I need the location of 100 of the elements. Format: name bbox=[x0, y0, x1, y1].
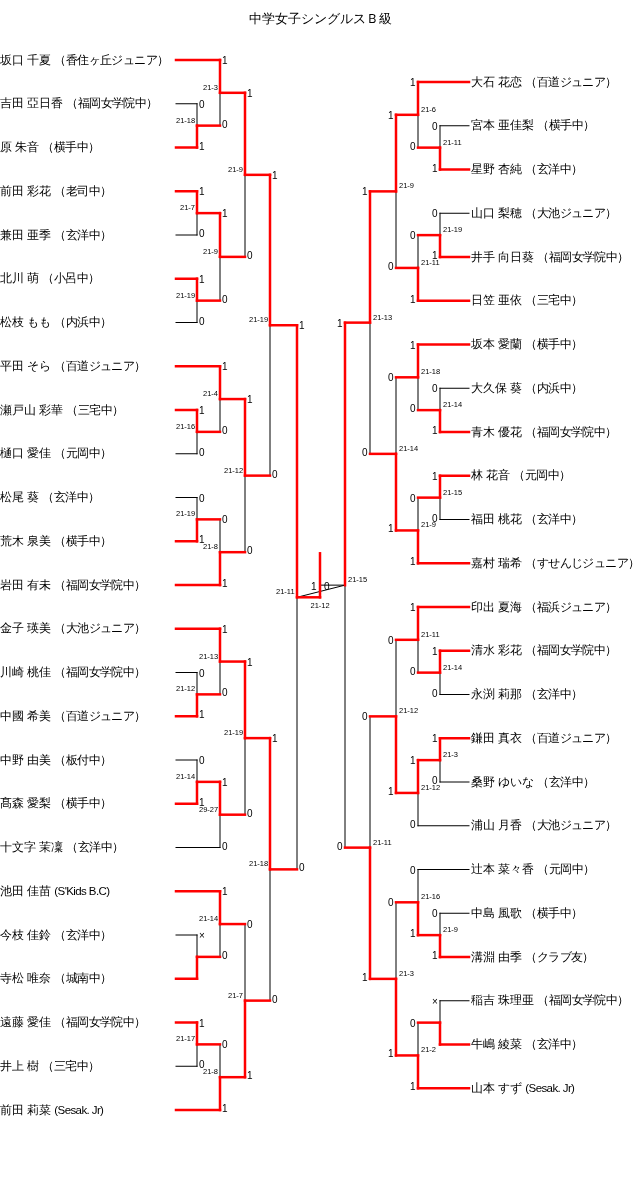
team-name: （福浜ジュニア） bbox=[525, 599, 617, 615]
player-name: 浦山 月香 bbox=[471, 817, 523, 835]
player-name: 鎌田 真衣 bbox=[471, 729, 523, 747]
team-name: （香住ヶ丘ジュニア） bbox=[54, 52, 169, 68]
team-name: （玄洋中） bbox=[54, 927, 112, 943]
result-mark: 1 bbox=[222, 777, 228, 788]
player-name: 吉田 亞日香 bbox=[0, 95, 64, 113]
result-mark: 1 bbox=[388, 524, 394, 535]
team-name: （玄洋中） bbox=[525, 1037, 583, 1052]
player-name: 大久保 葵 bbox=[471, 379, 523, 397]
result-mark: 0 bbox=[324, 582, 330, 593]
player-name: 桑野 ゆいな bbox=[471, 773, 535, 791]
player-name: 遠藤 愛佳 bbox=[0, 1014, 52, 1031]
team-name: （元岡中） bbox=[537, 862, 595, 877]
team-name: （福岡女学院中） bbox=[525, 424, 617, 440]
result-mark: 1 bbox=[222, 209, 228, 220]
team-name: （百道ジュニア） bbox=[54, 358, 146, 374]
player-name: 十文字 茉凜 bbox=[0, 839, 64, 856]
result-mark: 0 bbox=[222, 425, 228, 436]
result-mark: 0 bbox=[222, 950, 228, 961]
result-mark: 0 bbox=[432, 688, 438, 699]
result-mark: 1 bbox=[337, 318, 343, 329]
team-name: （玄洋中） bbox=[525, 512, 583, 527]
player-name: 平田 そら bbox=[0, 357, 52, 375]
player-name: 林 花音 bbox=[471, 467, 511, 485]
player-name: 前田 彩花 bbox=[0, 182, 52, 200]
team-name: （三宅中） bbox=[42, 1058, 100, 1074]
result-mark: 0 bbox=[362, 712, 368, 723]
player-name: 荒木 泉美 bbox=[0, 532, 52, 550]
player-name: 坂口 千夏 bbox=[0, 51, 52, 69]
player-name: 星野 杏純 bbox=[471, 161, 523, 178]
team-name: （玄洋中） bbox=[525, 687, 583, 702]
result-mark: 1 bbox=[410, 929, 416, 940]
team-name: （福岡女学院中） bbox=[54, 665, 146, 680]
player-name: 北川 萌 bbox=[0, 270, 40, 288]
result-mark: 0 bbox=[199, 756, 205, 766]
team-name: （福岡女学院中） bbox=[525, 643, 617, 659]
team-name: （大池ジュニア） bbox=[525, 818, 617, 834]
result-mark: 1 bbox=[388, 110, 394, 121]
result-mark: 1 bbox=[410, 78, 416, 88]
result-mark: 0 bbox=[199, 668, 205, 679]
player-name: 清水 彩花 bbox=[471, 642, 523, 660]
team-name: （元岡中） bbox=[54, 446, 112, 462]
player-name: 原 朱音 bbox=[0, 139, 40, 156]
player-name: 大石 花恋 bbox=[471, 73, 523, 91]
team-name: （玄洋中） bbox=[537, 774, 595, 790]
result-mark: 0 bbox=[199, 99, 205, 110]
result-mark: 0 bbox=[247, 546, 253, 557]
result-mark: 1 bbox=[432, 734, 438, 745]
team-name: (Sesak. Jr) bbox=[525, 1082, 575, 1095]
result-mark: 0 bbox=[410, 1018, 416, 1029]
player-name: 中國 希美 bbox=[0, 707, 52, 725]
result-mark: 1 bbox=[388, 1049, 394, 1060]
team-name: （三宅中） bbox=[66, 402, 124, 418]
player-name: 福田 桃花 bbox=[471, 511, 523, 528]
result-mark: 0 bbox=[199, 229, 205, 239]
result-mark: × bbox=[432, 996, 438, 1007]
team-name: （内浜中） bbox=[54, 315, 112, 330]
team-name: （百道ジュニア） bbox=[54, 708, 146, 724]
player-name: 樋口 愛佳 bbox=[0, 445, 52, 463]
player-name: 稲吉 珠理亜 bbox=[471, 992, 535, 1010]
player-name: 瀬戸山 彩華 bbox=[0, 401, 64, 419]
team-name: （すせんじジュニア） bbox=[525, 555, 640, 571]
result-mark: 0 bbox=[247, 920, 253, 931]
player-name: 今枝 佳鈴 bbox=[0, 926, 52, 944]
player-name: 寺松 唯奈 bbox=[0, 970, 52, 988]
player-name: 日笠 亜依 bbox=[471, 292, 523, 310]
player-name: 松枝 もも bbox=[0, 314, 52, 331]
result-mark: 1 bbox=[410, 340, 416, 351]
result-mark: 0 bbox=[222, 688, 228, 699]
team-name: （玄洋中） bbox=[66, 840, 124, 855]
team-name: （福岡女学院中） bbox=[537, 249, 629, 265]
team-name: (Sesak. Jr) bbox=[54, 1104, 104, 1116]
team-name: （横手中） bbox=[537, 118, 595, 134]
result-mark: 0 bbox=[222, 1040, 228, 1051]
team-name: （城南中） bbox=[54, 971, 112, 987]
result-mark: 1 bbox=[432, 646, 438, 657]
result-mark: 0 bbox=[410, 141, 416, 152]
player-name: 辻本 菜々香 bbox=[471, 861, 535, 878]
result-mark: 1 bbox=[199, 406, 205, 416]
team-name: （福岡女学院中） bbox=[537, 993, 629, 1009]
result-mark: 1 bbox=[432, 471, 438, 482]
result-mark: 0 bbox=[272, 994, 278, 1005]
result-mark: 1 bbox=[362, 972, 368, 983]
result-mark: 1 bbox=[247, 1071, 253, 1082]
result-mark: 1 bbox=[247, 395, 253, 406]
result-mark: 0 bbox=[432, 121, 438, 132]
bracket-title: 中学女子シングルスＢ級 bbox=[247, 10, 393, 28]
result-mark: 1 bbox=[247, 657, 253, 668]
result-mark: 0 bbox=[272, 469, 278, 480]
team-name: （三宅中） bbox=[525, 293, 583, 309]
result-mark: 0 bbox=[388, 261, 394, 272]
team-name: （小呂中） bbox=[42, 271, 100, 287]
player-name: 松尾 葵 bbox=[0, 489, 40, 506]
result-mark: 1 bbox=[199, 797, 205, 808]
result-mark: 0 bbox=[432, 384, 438, 395]
player-name: 永渕 莉那 bbox=[471, 686, 523, 703]
result-mark: 0 bbox=[410, 231, 416, 242]
team-name: （百道ジュニア） bbox=[525, 74, 617, 90]
player-name: 岩田 有未 bbox=[0, 576, 52, 594]
